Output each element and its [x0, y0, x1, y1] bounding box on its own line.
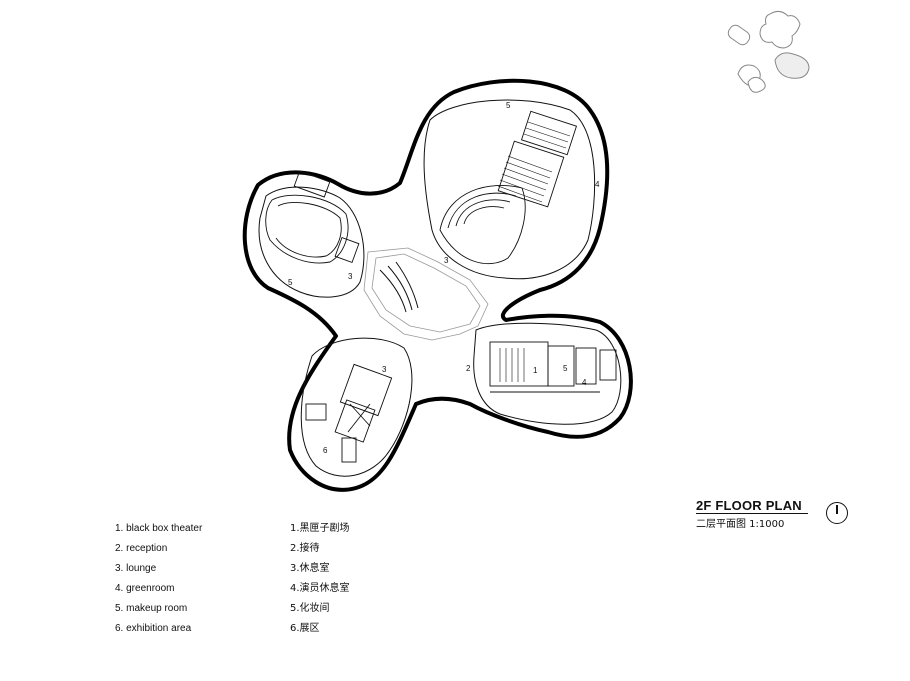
room-label-6: 6 [323, 446, 328, 455]
legend-item: 4.演员休息室 [290, 583, 350, 594]
legend-item: 3. lounge [115, 563, 157, 574]
legend-item: 1. black box theater [115, 523, 203, 534]
legend-item: 2.接待 [290, 543, 320, 554]
room-label-5-left: 5 [288, 278, 293, 287]
room-label-1: 1 [533, 366, 538, 375]
legend-item: 1.黑匣子剧场 [290, 523, 350, 534]
legend-item: 5. makeup room [115, 603, 188, 614]
legend-item: 4. greenroom [115, 583, 175, 594]
plan-subtitle: 二层平面图 1:1000 [696, 519, 785, 530]
room-label-2: 2 [466, 364, 471, 373]
north-arrow-icon [826, 502, 848, 524]
room-label-3-left: 3 [348, 272, 353, 281]
building-outline [242, 78, 633, 492]
key-plan-thumbnail [727, 10, 810, 93]
plan-title: 2F FLOOR PLAN [696, 498, 802, 513]
room-label-4-right: 4 [582, 378, 587, 387]
room-label-5-right: 5 [563, 364, 568, 373]
legend-item: 5.化妆间 [290, 603, 330, 614]
legend-item: 6. exhibition area [115, 623, 192, 634]
room-label-3-bottom: 3 [382, 365, 387, 374]
legend-item: 3.休息室 [290, 563, 330, 574]
legend-item: 2. reception [115, 543, 168, 554]
room-label-4-top: 4 [595, 180, 600, 189]
legend-item: 6.展区 [290, 623, 320, 634]
legend-english: 1. black box theater 2. reception 3. lou… [115, 519, 202, 639]
room-label-5-top: 5 [506, 101, 511, 110]
legend-chinese: 1.黑匣子剧场 2.接待 3.休息室 4.演员休息室 5.化妆间 6.展区 [290, 519, 350, 639]
room-label-3-center: 3 [444, 256, 449, 265]
title-underline [696, 513, 808, 514]
